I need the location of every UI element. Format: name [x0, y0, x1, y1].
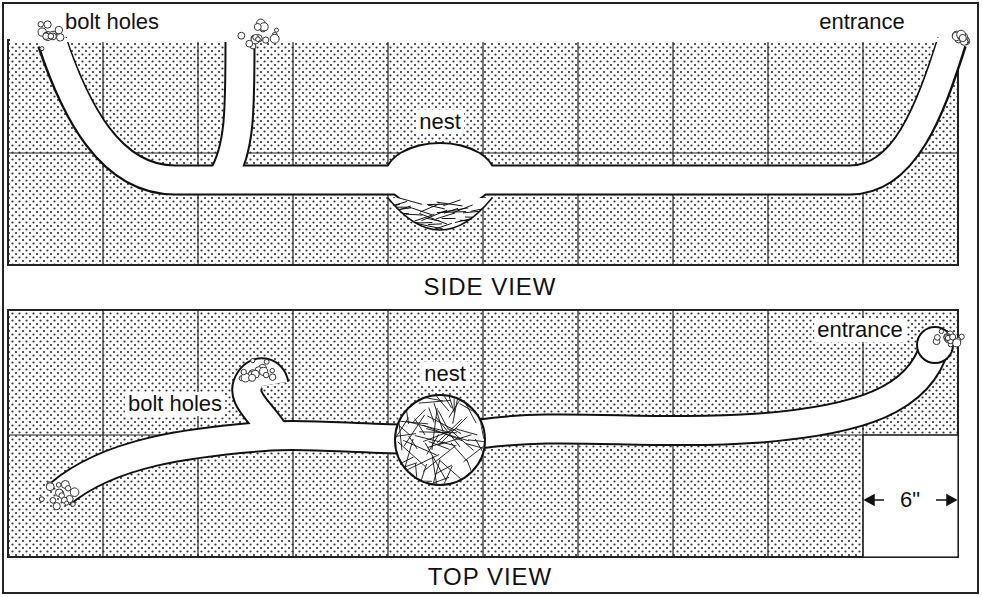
nest-material	[379, 196, 494, 230]
grid	[8, 310, 958, 557]
part-label: bolt holes	[125, 392, 225, 416]
scale-cell	[863, 435, 958, 557]
frame	[3, 3, 978, 593]
part-label: nest	[416, 110, 464, 134]
dimension-label: 6"	[897, 488, 923, 512]
grid	[8, 40, 958, 265]
surface-gap	[10, 38, 956, 42]
nest-bowl	[388, 198, 492, 230]
part-label: nest	[421, 362, 469, 386]
entrance-hole	[917, 327, 953, 363]
soil-panel	[8, 310, 958, 557]
soil-mound	[38, 19, 970, 510]
part-label: bolt holes	[62, 10, 162, 34]
tunnel-outline	[60, 345, 935, 494]
view-title: SIDE VIEW	[420, 274, 559, 300]
part-label: entrance	[816, 10, 908, 34]
nest-material	[386, 386, 494, 502]
part-label: entrance	[814, 318, 906, 342]
soil-panel	[8, 40, 958, 265]
tunnel	[52, 40, 952, 208]
view-title: TOP VIEW	[425, 564, 555, 590]
tunnel	[60, 345, 935, 494]
